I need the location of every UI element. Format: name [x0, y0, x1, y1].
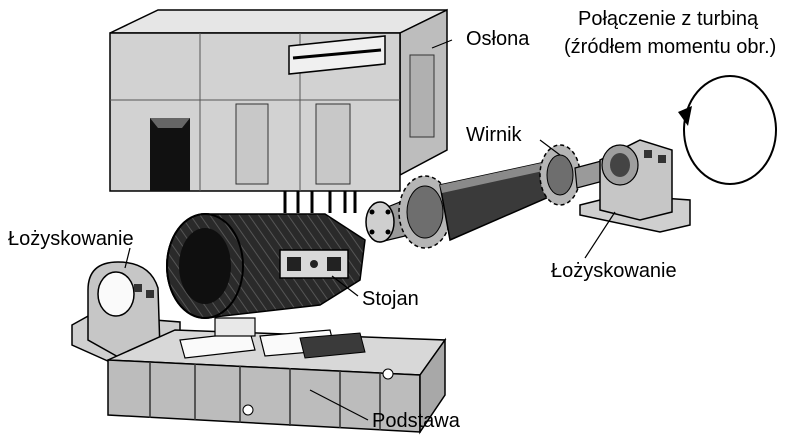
label-base: Podstawa — [372, 410, 460, 432]
enclosure — [109, 8, 448, 213]
leader-lines — [124, 39, 616, 421]
label-turbine-connection: Połączenie z turbiną — [578, 8, 759, 30]
label-bearing-right: Łożyskowanie — [551, 260, 677, 282]
label-rotor: Wirnik — [466, 124, 522, 146]
label-enclosure: Osłona — [466, 28, 530, 50]
label-turbine-connection-note: (źródłem momentu obr.) — [564, 36, 777, 58]
base — [107, 317, 447, 435]
label-stator: Stojan — [362, 288, 419, 310]
rotor — [365, 144, 608, 249]
stator — [166, 213, 366, 319]
label-bearing-left: Łożyskowanie — [8, 228, 134, 250]
bearing-right — [579, 139, 691, 233]
rotation-arrow-icon — [678, 75, 777, 185]
